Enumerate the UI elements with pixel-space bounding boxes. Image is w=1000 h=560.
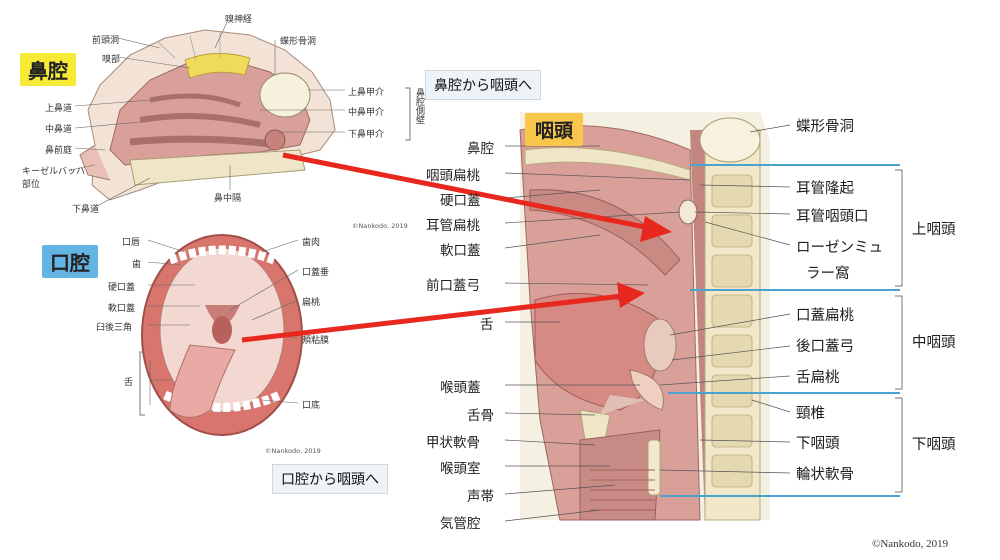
label-soft-palate: 軟口蓋 [440,243,481,259]
label-kiesselbach: キーゼルバッハ [22,167,86,177]
label-middle-concha: 中鼻甲介 [348,108,385,118]
label-tongue: 舌 [480,317,494,333]
nasal-cavity-illustration [79,29,336,201]
label-nasal-septum: 鼻中隔 [214,194,242,204]
label-superior-concha: 上鼻甲介 [348,88,385,98]
label-vocal-cord: 声帯 [467,489,494,505]
oral-cavity-tag: 口腔 [42,245,98,278]
label-anterior-arch: 前口蓋弓 [426,278,480,294]
label-sphenoid-sinus: 蝶形骨洞 [796,119,854,135]
label-superior-meatus: 上鼻道 [45,104,73,114]
pharynx-tag: 咽頭 [525,113,584,146]
label-hard-palate-oral: 硬口蓋 [108,283,136,293]
label-tubal-tonsil: 耳管扁桃 [426,218,480,234]
copyright-oral: ©Nankodo, 2019 [265,447,321,455]
label-trachea: 気管腔 [440,516,481,532]
label-lateral-wall: 鼻腔側壁 [414,88,424,124]
label-rosenmuller-2: ラー窩 [806,266,850,282]
pharynx-illustration [519,112,770,521]
label-thyroid-cartilage: 甲状軟骨 [426,435,480,451]
label-epiglottis: 喉頭蓋 [440,380,481,396]
label-tonsil: 扁桃 [302,298,321,308]
label-nasal-vestibule: 鼻前庭 [45,146,73,156]
label-hard-palate: 硬口蓋 [440,193,481,209]
label-olfactory-nerve: 嗅神経 [225,15,253,25]
region-middle-pharynx: 中咽頭 [912,335,956,351]
arrows [241,152,672,343]
region-upper-pharynx: 上咽頭 [912,222,956,238]
pharynx-leader-lines [504,124,791,522]
label-posterior-arch: 後口蓋弓 [796,339,854,355]
label-olfactory-area: 嗅部 [102,55,121,65]
label-lingual-tonsil: 舌扁桃 [796,370,840,386]
label-frontal-sinus: 前頭洞 [92,36,120,46]
label-middle-meatus: 中鼻道 [45,125,73,135]
label-inferior-meatus: 下鼻道 [72,205,100,215]
label-mouth-floor: 口底 [302,401,321,411]
label-inferior-concha: 下鼻甲介 [348,130,385,140]
label-hypopharynx: 下咽頭 [796,436,840,452]
label-retromolar: 臼後三角 [96,323,133,333]
label-rosenmuller-1: ローゼンミュ [796,240,883,256]
region-braces [139,87,903,493]
label-soft-palate-oral: 軟口蓋 [108,304,136,314]
region-lower-pharynx: 下咽頭 [912,437,956,453]
caption-oral-to-pharynx: 口腔から咽頭へ [272,464,388,494]
region-dividers [660,164,900,497]
label-sphenoid-sinus-nasal: 蝶形骨洞 [280,37,317,47]
label-nasal-cavity: 鼻腔 [467,141,494,157]
label-torus-tubarius: 耳管隆起 [796,181,854,197]
label-gum: 歯肉 [302,238,321,248]
label-cricoid: 輪状軟骨 [796,467,854,483]
label-kiesselbach-area: 部位 [22,180,41,190]
label-pharyngeal-tonsil: 咽頭扁桃 [426,168,480,184]
label-teeth: 歯 [132,260,142,270]
label-buccal-mucosa: 頬粘膜 [302,336,330,346]
label-laryngeal-ventricle: 喉頭室 [440,461,481,477]
label-lip: 口唇 [122,238,141,248]
label-palatine-tonsil: 口蓋扁桃 [796,308,854,324]
label-tongue-oral: 舌 [124,378,134,388]
copyright-page: ©Nankodo, 2019 [872,538,949,550]
caption-nasal-to-pharynx: 鼻腔から咽頭へ [425,70,541,100]
label-hyoid: 舌骨 [467,408,494,424]
copyright-nasal: ©Nankodo, 2019 [352,222,408,230]
label-uvula: 口蓋垂 [302,268,330,278]
nasal-cavity-tag: 鼻腔 [20,53,76,86]
label-tubal-opening: 耳管咽頭口 [796,209,869,225]
label-cervical-spine: 頸椎 [796,406,825,422]
nasal-leader-lines [69,19,345,208]
